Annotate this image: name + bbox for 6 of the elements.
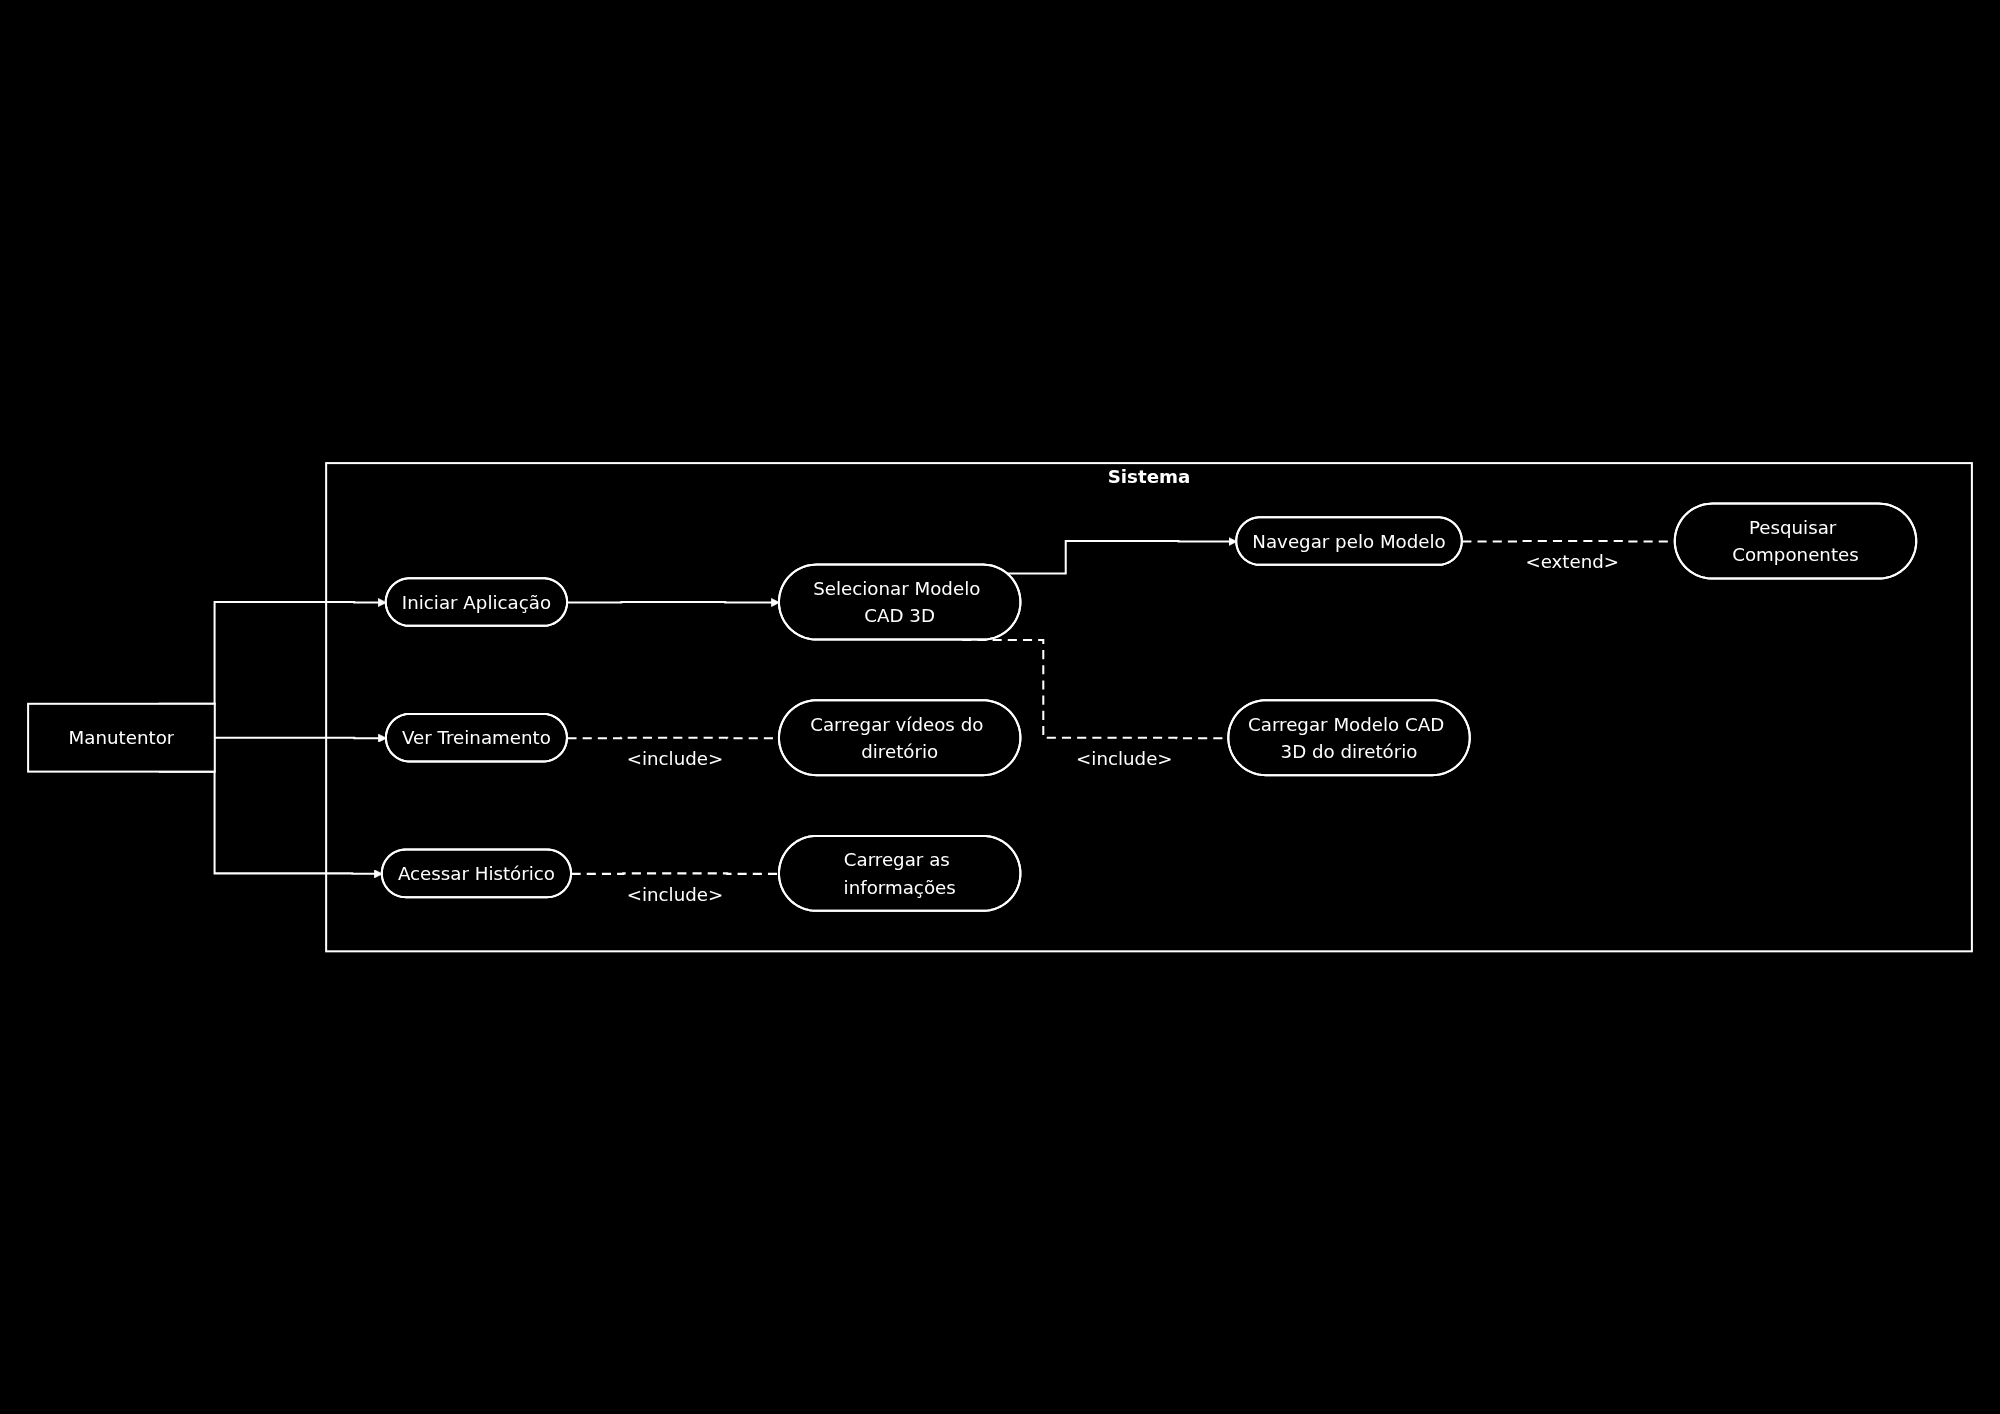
node-box: Manutentor (27, 702, 216, 773)
edge-label: <include> (626, 883, 724, 905)
edge-label: <include> (1076, 747, 1173, 769)
edge-label: <extend> (1525, 550, 1620, 573)
edge-label: <include> (626, 747, 724, 769)
arrow (214, 733, 387, 743)
